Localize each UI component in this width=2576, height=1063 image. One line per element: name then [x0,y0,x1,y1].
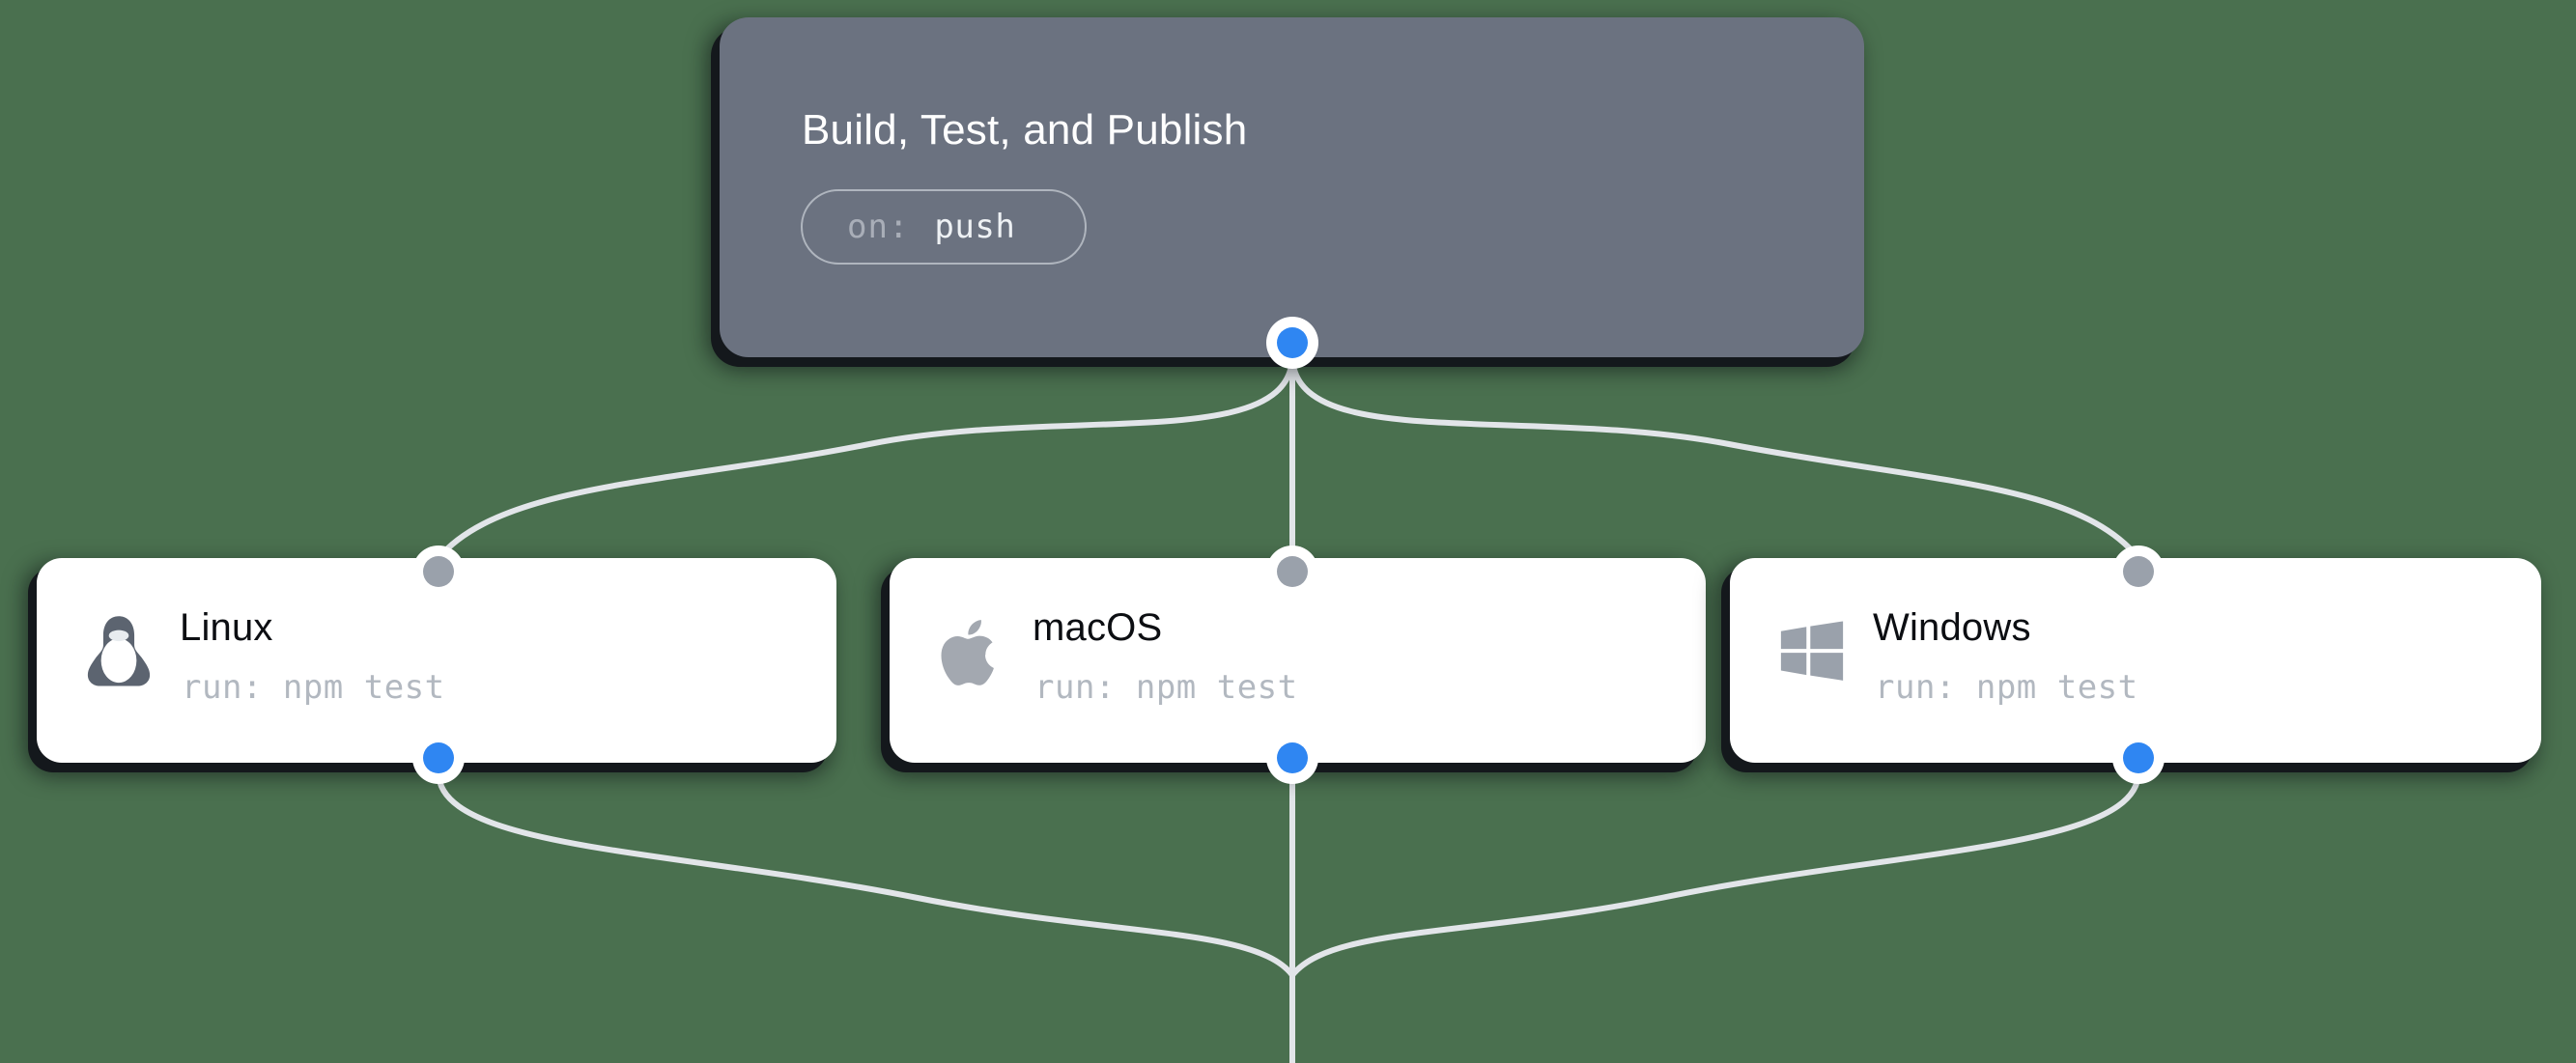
handle-windows-target[interactable] [2123,556,2154,587]
workflow-node[interactable]: Build, Test, and Publish on: push [720,17,1864,357]
job-title-macos: macOS [1033,606,1163,649]
handle-macos-target[interactable] [1277,556,1308,587]
handle-macos-source[interactable] [1277,742,1308,773]
handle-linux-target[interactable] [423,556,454,587]
handle-linux-source[interactable] [423,742,454,773]
job-command-macos: run: npm test [1034,668,1298,707]
handle-windows-source[interactable] [2123,742,2154,773]
job-command-windows: run: npm test [1875,668,2138,707]
workflow-title: Build, Test, and Publish [802,106,1248,154]
trigger-key-label: on: [847,208,910,246]
job-command-linux: run: npm test [182,668,445,707]
trigger-value-label: push [934,208,1016,246]
job-title-linux: Linux [180,606,273,649]
handle-workflow-source[interactable] [1277,327,1308,358]
job-title-windows: Windows [1873,606,2031,649]
linux-penguin-icon [83,614,155,689]
apple-icon [936,614,1007,689]
workflow-trigger-badge[interactable]: on: push [801,189,1087,265]
windows-icon [1776,614,1848,689]
